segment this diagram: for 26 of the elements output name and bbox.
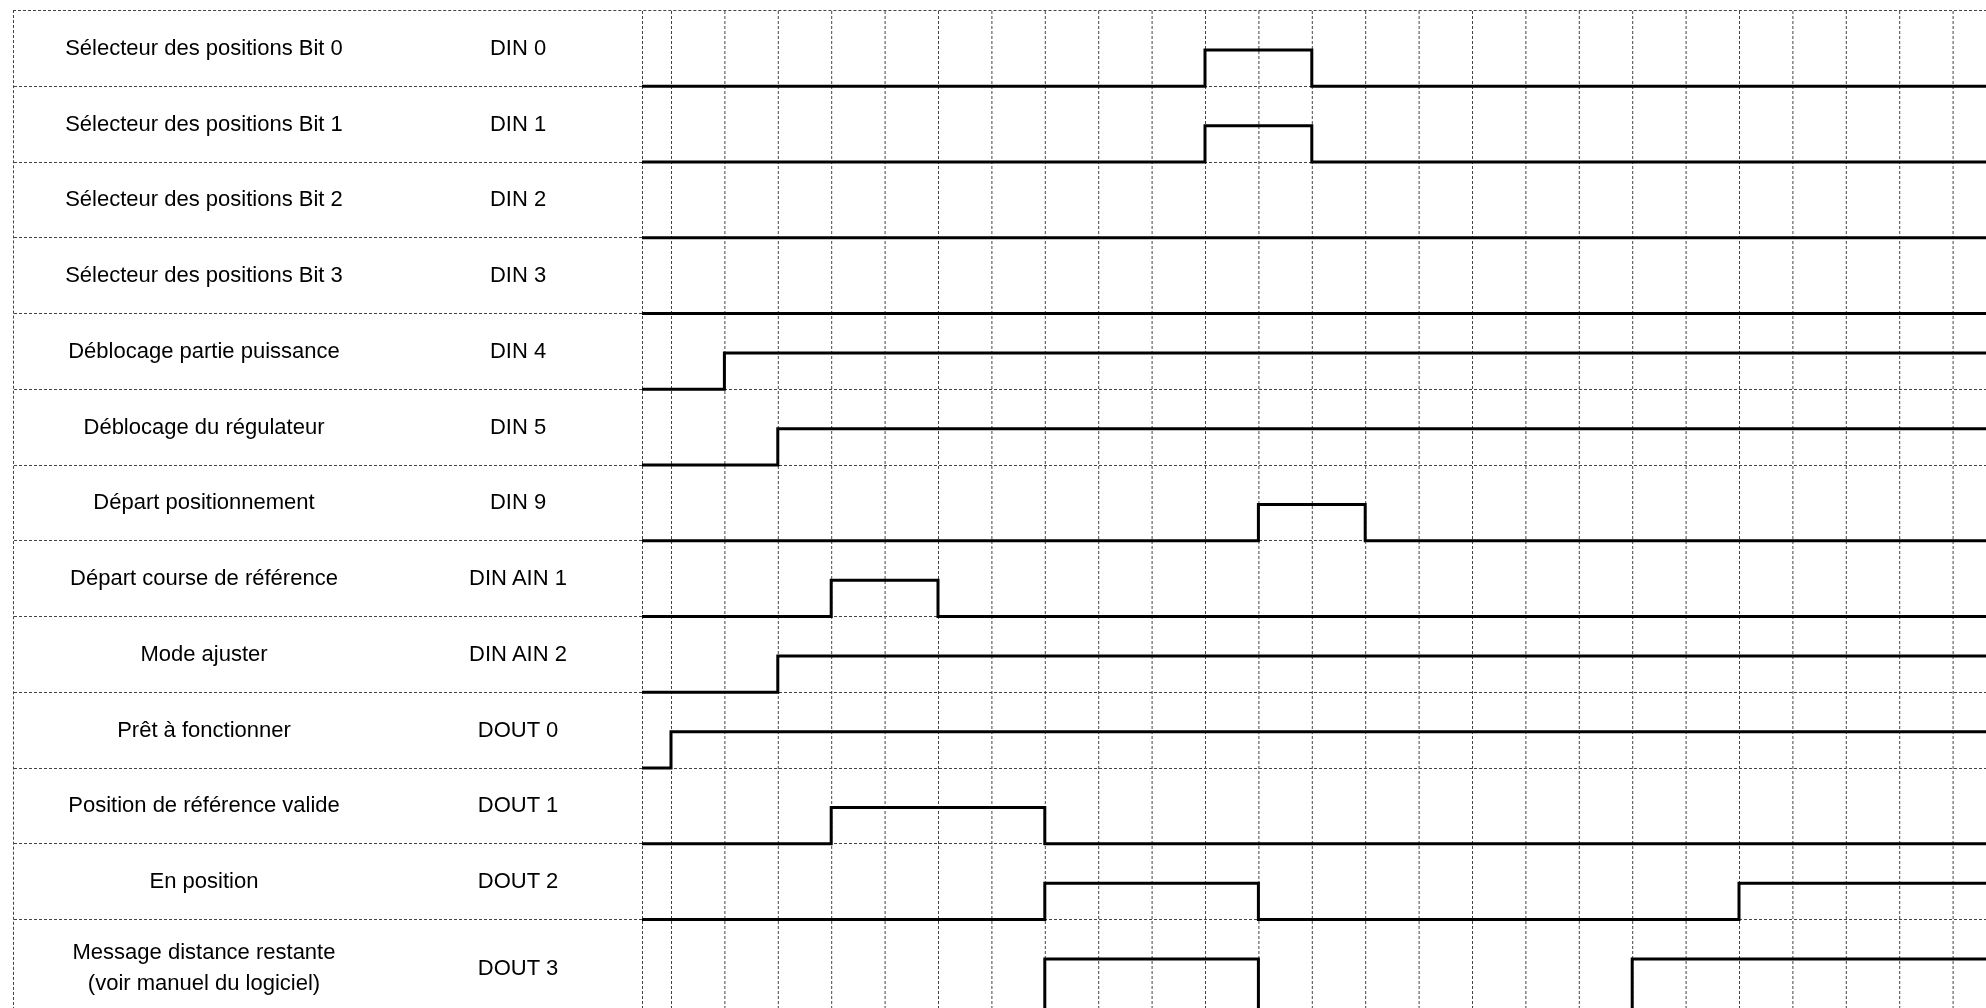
pin-name: DIN 1 bbox=[489, 109, 547, 138]
pin-name: DOUT 1 bbox=[477, 791, 559, 820]
signal-name: Message distance restante (voir manuel du logiciel) bbox=[71, 938, 337, 997]
pin-name: DIN 2 bbox=[489, 185, 547, 214]
signal-name: Sélecteur des positions Bit 3 bbox=[65, 261, 343, 290]
signal-name: Déblocage du régulateur bbox=[83, 412, 325, 441]
signal-name: Sélecteur des positions Bit 0 bbox=[65, 33, 343, 62]
pin-name: DIN AIN 1 bbox=[469, 564, 567, 593]
pin-name: DIN AIN 2 bbox=[469, 639, 567, 668]
signal-name: Déblocage partie puissance bbox=[68, 336, 340, 365]
signal-name: Mode ajuster bbox=[140, 639, 268, 668]
pin-name: DIN 3 bbox=[489, 261, 547, 290]
signal-name: Départ positionnement bbox=[93, 488, 315, 517]
signal-name: Sélecteur des positions Bit 1 bbox=[65, 109, 343, 138]
pin-name: DIN 9 bbox=[489, 488, 547, 517]
signal-name: Sélecteur des positions Bit 2 bbox=[65, 185, 343, 214]
signal-name: Prêt à fonctionner bbox=[117, 715, 291, 744]
pin-name: DIN 4 bbox=[489, 336, 547, 365]
signal-name: Position de référence valide bbox=[68, 791, 340, 820]
pin-name: DOUT 2 bbox=[477, 867, 559, 896]
signal-name: En position bbox=[149, 867, 259, 896]
pin-name: DIN 5 bbox=[489, 412, 547, 441]
pin-name: DIN 0 bbox=[489, 33, 547, 62]
pin-name: DOUT 3 bbox=[477, 953, 559, 982]
signal-name: Départ course de référence bbox=[70, 564, 338, 593]
pin-name: DOUT 0 bbox=[477, 715, 559, 744]
